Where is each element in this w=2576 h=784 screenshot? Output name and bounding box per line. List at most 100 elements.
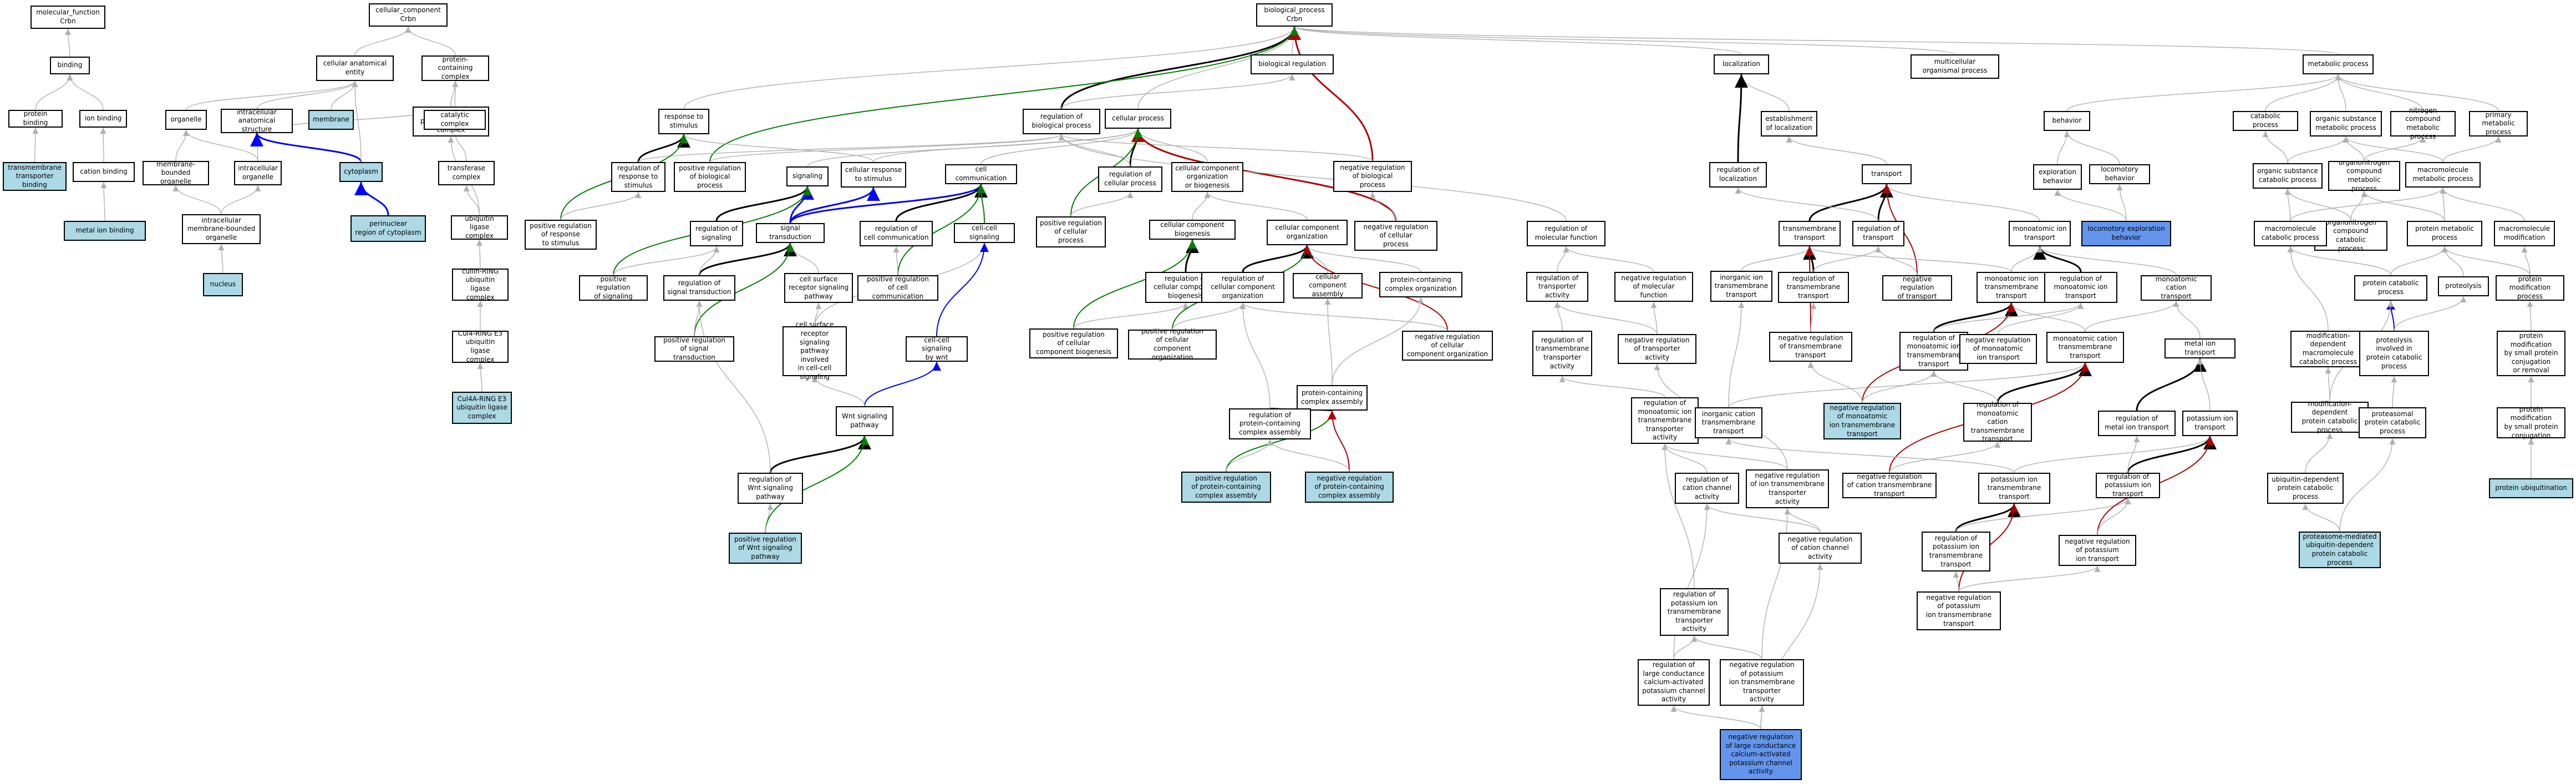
go-term-node-cellular-process[interactable]: cellular process [1105,109,1171,129]
go-term-node-ias[interactable]: intracellular anatomical structure [221,108,293,133]
go-term-node-csrsp[interactable]: cell surface receptor signaling pathway [784,273,853,303]
go-term-node-neg-reg-mi-tmt[interactable]: negative regulation of monoatomic ion tr… [1823,403,1901,439]
go-term-node-pm-spc2[interactable]: protein modification by small protein co… [2497,406,2565,439]
go-term-node-reg-metal-ion[interactable]: regulation of metal ion transport [2098,411,2176,436]
go-term-node-pos-reg-sig[interactable]: positive regulation of signaling [579,275,648,301]
go-term-node-pos-reg-sig-trans[interactable]: positive regulation of signal transducti… [654,336,734,362]
go-term-node-cytoplasm[interactable]: cytoplasm [339,162,383,182]
go-term-node-neg-reg-tr-act[interactable]: negative regulation of transporter activ… [1618,334,1696,364]
go-term-node-pcc[interactable]: protein-containing complex [421,55,489,81]
go-term-node-reg-tm-tr-act[interactable]: regulation of transmembrane transporter … [1532,331,1592,376]
go-term-node-mop[interactable]: multicellular organismal process [1911,54,1999,79]
go-term-node-loco-beh[interactable]: locomotory behavior [2089,164,2150,184]
go-term-node-reg-signaling[interactable]: regulation of signaling [690,221,743,246]
go-term-node-neg-reg-tmt[interactable]: negative regulation of transmembrane tra… [1769,332,1852,362]
go-term-node-reg-monoatomic-transport[interactable]: regulation of monoatomic ion transport [2044,272,2117,303]
go-term-node-neg-reg-cat-tmt[interactable]: negative regulation of cation transmembr… [1842,473,1937,498]
go-term-node-oscp[interactable]: organic substance catabolic process [2253,163,2323,189]
go-term-node-csrsp-cc[interactable]: cell surface receptor signaling pathway … [783,321,847,381]
go-term-node-prot-cp[interactable]: protein catabolic process [2354,275,2427,301]
go-term-node-reg-mi-tmt[interactable]: regulation of monoatomic ion transmembra… [1899,332,1968,371]
go-term-node-reg-mi-tm-tr[interactable]: regulation of monoatomic ion transmembra… [1631,397,1699,444]
go-term-node-neg-reg-mf[interactable]: negative regulation of molecular functio… [1614,272,1693,302]
go-term-node-pos-reg-cp[interactable]: positive regulation of cellular process [1036,216,1106,247]
go-term-node-signaling[interactable]: signaling [786,166,829,186]
go-term-node-reg-transport[interactable]: regulation of transport [1852,221,1904,246]
go-term-node-md-pcp[interactable]: modification-dependent macromolecule cat… [2290,331,2366,367]
go-term-node-expl-beh[interactable]: exploration behavior [2033,164,2082,190]
go-term-node-metal-ion-binding[interactable]: metal ion binding [64,221,146,241]
go-term-node-tm-transport[interactable]: transmembrane transport [1779,221,1841,246]
go-term-node-reg-cell-comm[interactable]: regulation of cell communication [860,221,933,246]
go-term-node-protein-binding[interactable]: protein binding [8,110,63,128]
go-term-node-prot-ub-cp[interactable]: proteasome-mediated ubiquitin-dependent … [2299,532,2381,568]
go-term-node-resp-stim[interactable]: response to stimulus [658,109,709,134]
go-term-node-neg-reg-cc-act[interactable]: negative regulation of cation channel ac… [1779,533,1862,564]
go-term-node-perinuclear[interactable]: perinuclear region of cytoplasm [350,215,426,242]
go-term-node-transferase[interactable]: transferase complex [438,161,495,185]
go-term-node-macro-mod[interactable]: macromolecule modification [2494,221,2555,246]
go-term-node-pmp[interactable]: primary metabolic process [2469,111,2528,136]
go-term-node-neg-reg-lcc[interactable]: negative regulation of large conductance… [1720,729,1802,780]
go-term-node-transport[interactable]: transport [1862,164,1912,184]
go-term-node-osmp[interactable]: organic substance metabolic process [2310,111,2382,136]
go-term-node-potassium-transport[interactable]: potassium ion transport [2182,411,2238,436]
go-term-node-reg-wnt[interactable]: regulation of Wnt signaling pathway [738,473,803,504]
go-term-node-membrane[interactable]: membrane [308,110,354,130]
go-term-node-ub-prot-cp[interactable]: ubiquitin-dependent protein catabolic pr… [2267,473,2344,504]
go-term-node-reg-cc-act[interactable]: regulation of cation channel activity [1675,473,1739,504]
go-term-node-imbo[interactable]: intracellular membrane-bounded organelle [182,214,261,244]
go-term-node-reg-loc[interactable]: regulation of localization [1709,162,1767,188]
go-term-node-macro-mp[interactable]: macromolecule metabolic process [2405,162,2481,188]
go-term-node-ccb[interactable]: cellular component biogenesis [1149,220,1236,240]
go-term-node-reg-cp[interactable]: regulation of cellular process [1098,166,1162,192]
go-term-node-pos-reg-resp[interactable]: positive regulation of response to stimu… [525,220,597,250]
go-term-node-macro-cp[interactable]: macromolecule catabolic process [2254,221,2327,246]
go-term-node-pos-reg-pcca[interactable]: positive regulation of protein-containin… [1181,472,1271,503]
go-term-node-reg-tr-act[interactable]: regulation of transporter activity [1526,272,1588,302]
go-term-node-pcco[interactable]: protein-containing complex organization [1379,272,1462,297]
go-term-node-cat-complex[interactable]: catalytic complex [424,110,486,130]
go-term-node-neg-reg-pot-transport[interactable]: negative regulation of potassium ion tra… [2059,535,2136,566]
go-term-node-ccob[interactable]: cellular component organization or bioge… [1171,162,1243,192]
go-term-node-localization[interactable]: localization [1714,54,1769,74]
go-term-node-cul4a-ring[interactable]: Cul4A-RING E3 ubiquitin ligase complex [452,392,512,424]
go-term-node-pos-reg-cell-comm[interactable]: positive regulation of cell communicatio… [857,275,938,301]
go-term-node-pos-reg-ccb-c[interactable]: positive regulation of cellular componen… [1029,328,1118,358]
go-term-node-cell-cell-sig[interactable]: cell-cell signaling [954,223,1015,243]
go-term-node-occp[interactable]: organonitrogen compound metabolic proces… [2328,159,2400,193]
go-term-node-metal-ion-transport[interactable]: metal ion transport [2165,338,2235,358]
go-term-node-cae[interactable]: cellular anatomical entity [316,55,394,81]
go-term-node-bp[interactable]: biological_process Crbn [1256,3,1333,27]
go-term-node-neg-reg-transport[interactable]: negative regulation of transport [1882,275,1952,301]
go-term-node-iitt[interactable]: inorganic ion transmembrane transport [1710,271,1772,302]
go-term-node-est-loc[interactable]: establishment of localization [1761,111,1817,136]
go-term-node-monocation-transport[interactable]: monoatomic cation transport [2141,275,2212,301]
go-term-node-neg-reg-cp[interactable]: negative regulation of cellular process [1354,221,1437,251]
go-term-node-potassium-tmt[interactable]: potassium ion transmembrane transport [1978,473,2050,504]
go-term-node-expl-loco[interactable]: locomotory exploration behavior [2081,221,2171,246]
go-term-node-reg-sig-trans[interactable]: regulation of signal transduction [663,275,735,301]
go-term-node-pm-spc[interactable]: protein modification by small protein co… [2497,331,2565,376]
go-term-node-cc[interactable]: cellular_component Crbn [369,3,448,27]
go-term-node-reg-mct[interactable]: regulation of monoatomic cation transmem… [1963,401,2032,443]
go-term-node-cul4-ring[interactable]: Cul4-RING E3 ubiquitin ligase complex [452,330,509,363]
go-term-node-reg-bp[interactable]: regulation of biological process [1023,109,1100,134]
go-term-node-ictt[interactable]: inorganic cation transmembrane transport [1695,407,1762,438]
go-term-node-ion-binding[interactable]: ion binding [79,110,127,128]
go-term-node-reg-resp-stim[interactable]: regulation of response to stimulus [611,162,665,192]
go-term-node-nucleus[interactable]: nucleus [203,273,243,296]
go-term-node-reg-tmt[interactable]: regulation of transmembrane transport [1778,272,1849,303]
go-term-node-prot-in-pcp[interactable]: proteolysis involved in protein cataboli… [2359,331,2429,376]
go-term-node-cullin-ring[interactable]: cullin-RING ubiquitin ligase complex [452,267,509,301]
go-term-node-wnt[interactable]: Wnt signaling pathway [836,406,893,436]
go-term-node-neg-reg-bp[interactable]: negative regulation of biological proces… [1333,161,1412,192]
go-term-node-reg-mf[interactable]: regulation of molecular function [1527,221,1605,246]
go-term-node-prot-ub[interactable]: protein ubiquitination [2489,478,2573,498]
go-term-node-reg-lcc[interactable]: regulation of large conductance calcium-… [1638,659,1710,706]
go-term-node-cation-binding[interactable]: cation binding [73,162,135,182]
go-term-node-catabolic[interactable]: catabolic process [2233,111,2298,131]
go-term-node-reg-monoatomic-tm[interactable]: monoatomic ion transmembrane transport [1977,272,2046,303]
go-term-node-mf[interactable]: molecular_function Crbn [31,6,105,29]
go-term-node-organelle[interactable]: organelle [165,110,207,130]
